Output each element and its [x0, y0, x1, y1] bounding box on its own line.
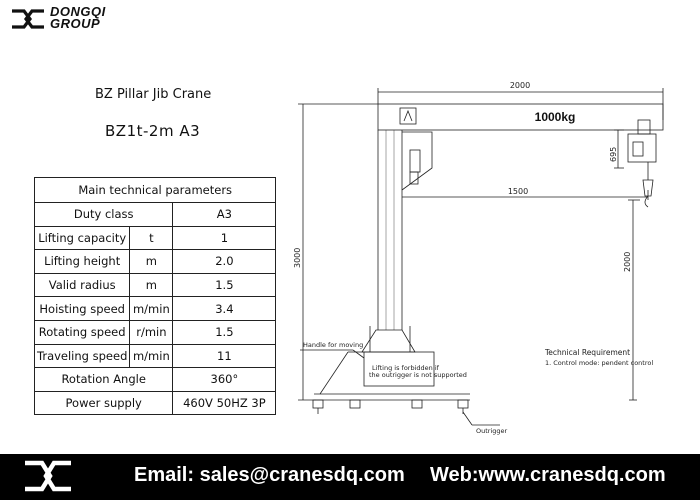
dim-radius: 1500	[508, 187, 528, 196]
param-label: Lifting capacity	[33, 225, 131, 251]
brand-line-2: GROUP	[50, 16, 101, 31]
dim-hook-offset: 695	[609, 147, 618, 162]
contact-footer	[0, 454, 700, 500]
param-label: Traveling speed	[33, 343, 131, 369]
param-unit: m	[129, 272, 174, 298]
technical-parameters-table: Main technical parameters Duty class A3 …	[33, 177, 277, 416]
hook-block	[642, 179, 654, 197]
jib-boom	[377, 103, 664, 131]
dim-total-height: 3000	[293, 248, 302, 268]
capacity-label: 1000kg	[535, 110, 576, 124]
dongqi-logo-icon	[12, 9, 44, 29]
dim-boom-length: 2000	[510, 81, 530, 90]
param-value: 2.0	[172, 249, 277, 274]
param-value: 3.4	[172, 296, 277, 321]
electric-hoist	[627, 133, 657, 163]
param-value: 1.5	[172, 319, 277, 345]
param-unit: r/min	[129, 319, 174, 345]
table-row: Duty class A3	[33, 202, 277, 227]
param-label: Hoisting speed	[33, 296, 131, 321]
dim-lifting-height: 2000	[623, 252, 632, 272]
tech-requirement-title: Technical Requirement	[544, 348, 630, 357]
brand-line-1: DONGQI	[50, 4, 106, 19]
table-row: Rotation Angle 360°	[33, 367, 277, 392]
contact-email[interactable]: Email: sales@cranesdq.com	[134, 464, 405, 486]
table-row: Lifting capacity t 1	[33, 225, 277, 251]
param-value: 11	[172, 343, 277, 369]
param-label: Duty class	[33, 202, 174, 227]
handle-label: Handle for moving	[303, 341, 363, 349]
table-row: Lifting height m 2.0	[33, 249, 277, 274]
warning-line-2: the outrigger is not supported	[369, 371, 467, 379]
param-label: Valid radius	[33, 272, 131, 298]
param-label: Rotation Angle	[33, 367, 174, 392]
param-unit: m/min	[129, 296, 174, 321]
param-label: Rotating speed	[33, 319, 131, 345]
table-heading: Main technical parameters	[33, 177, 277, 203]
contact-website[interactable]: Web:www.cranesdq.com	[430, 464, 666, 486]
param-value: 360°	[172, 367, 277, 392]
tech-requirement-item: 1. Control mode: pendent control	[545, 359, 653, 367]
footer-logo-icon	[25, 460, 71, 492]
crane-model-title: BZ Pillar Jib Crane	[95, 87, 212, 102]
outrigger-label: Outrigger	[476, 427, 508, 435]
crane-spec-code: BZ1t-2m A3	[105, 122, 201, 140]
warning-line-1: Lifting is forbidden if	[372, 364, 440, 372]
param-label: Lifting height	[33, 249, 131, 274]
table-row: Hoisting speed m/min 3.4	[33, 296, 277, 321]
param-value: 1.5	[172, 272, 277, 298]
jib-crane-drawing: 1000kg 2000 695 1500 3000 2000 Handle fo…	[293, 81, 664, 435]
param-value: 460V 50HZ 3P	[172, 390, 277, 416]
table-row: Traveling speed m/min 11	[33, 343, 277, 369]
param-unit: m/min	[129, 343, 174, 369]
table-row: Rotating speed r/min 1.5	[33, 319, 277, 345]
base-frame	[363, 351, 435, 387]
motor-box	[399, 107, 417, 125]
table-row: Valid radius m 1.5	[33, 272, 277, 298]
param-label: Power supply	[33, 390, 174, 416]
param-unit: m	[129, 249, 174, 274]
brand-name: DONGQI GROUP	[50, 4, 106, 31]
table-row: Power supply 460V 50HZ 3P	[33, 390, 277, 416]
param-value: 1	[172, 225, 277, 251]
